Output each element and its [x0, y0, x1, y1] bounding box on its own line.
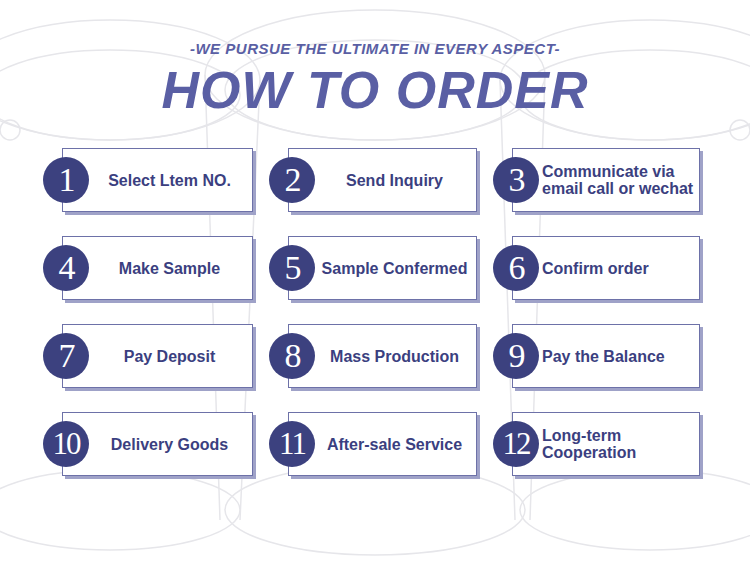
step-number: 11: [269, 421, 315, 467]
step-label: Sample Confermed: [318, 260, 471, 277]
subtitle: -WE PURSUE THE ULTIMATE IN EVERY ASPECT-: [0, 40, 750, 57]
step-number: 6: [493, 245, 539, 291]
step-number: 2: [269, 157, 315, 203]
step-label: Delivery Goods: [92, 436, 247, 453]
title: HOW TO ORDER: [0, 60, 750, 120]
step-number: 3: [493, 157, 539, 203]
step-number: 12: [493, 421, 539, 467]
step-number: 8: [269, 333, 315, 379]
step-label: Make Sample: [92, 260, 247, 277]
step-label: Pay the Balance: [542, 348, 694, 365]
step-label: Long-term Cooperation: [542, 427, 694, 461]
step-label: Select Ltem NO.: [92, 172, 247, 189]
step-number: 10: [43, 421, 89, 467]
step-number: 1: [43, 157, 89, 203]
step-label: Pay Deposit: [92, 348, 247, 365]
step-label: Mass Production: [318, 348, 471, 365]
step-label: Send Inquiry: [318, 172, 471, 189]
step-number: 4: [43, 245, 89, 291]
step-number: 9: [493, 333, 539, 379]
step-number: 7: [43, 333, 89, 379]
step-number: 5: [269, 245, 315, 291]
step-label: After-sale Service: [318, 436, 471, 453]
step-label: Confirm order: [542, 260, 694, 277]
step-label: Communicate via email call or wechat: [542, 163, 694, 197]
